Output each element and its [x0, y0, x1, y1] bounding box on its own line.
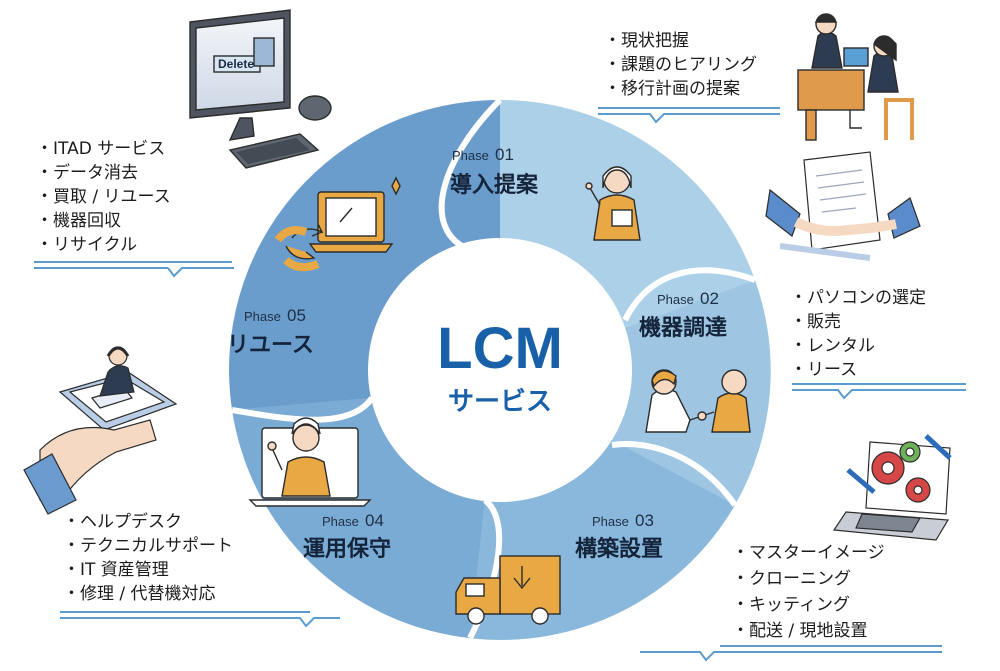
phase-number: 05 [287, 306, 306, 325]
keyboard-icon [236, 138, 310, 164]
list-item: ・テクニカルサポート [63, 536, 233, 556]
phase-05-label: Phase 05 リユース [227, 306, 314, 358]
phase-title: 構築設置 [575, 536, 663, 562]
ring-separator [611, 441, 738, 507]
list-item: ・クローニング [732, 569, 851, 589]
remote-support-laptop-icon [248, 417, 372, 507]
phase04-service-list: ・ヘルプデスク・テクニカルサポート・IT 資産管理・修理 / 代替機対応 [63, 511, 233, 604]
phase-number: 01 [495, 145, 514, 164]
phase-04-label: Phase 04 運用保守 [303, 511, 391, 562]
list-item: ・マスターイメージ [732, 543, 885, 563]
phase02-service-list: ・パソコンの選定・販売・レンタル・リース [790, 288, 926, 380]
list-item: ・パソコンの選定 [790, 288, 926, 308]
phase-prefix: Phase [592, 514, 629, 529]
phase-title: 運用保守 [303, 536, 391, 562]
contract-handshake-icon [765, 151, 921, 261]
list-item: ・リース [790, 360, 857, 380]
center-title: LCM [437, 316, 563, 381]
list-item: ・ITAD サービス [36, 139, 165, 159]
meeting-people-icon [797, 13, 914, 141]
delivery-truck-icon [455, 555, 561, 625]
list-item: ・買取 / リユース [36, 187, 171, 207]
tablet-helpdesk-icon [23, 346, 178, 515]
list-item: ・ヘルプデスク [63, 511, 182, 532]
computer-monitor-icon: Delete [189, 9, 332, 169]
ring-separator [438, 97, 503, 253]
phase-03-label: Phase 03 構築設置 [575, 511, 663, 562]
list-item: ・販売 [790, 312, 841, 332]
list-item: ・キッティング [732, 595, 850, 615]
decorative-lines [34, 107, 966, 662]
phase-number: 02 [700, 289, 719, 308]
list-item: ・修理 / 代替機対応 [63, 584, 216, 604]
settings-laptop-icon [832, 434, 952, 541]
phase-prefix: Phase [244, 309, 281, 324]
list-item: ・レンタル [790, 336, 875, 356]
list-item: ・移行計画の提案 [604, 79, 740, 99]
list-item: ・リサイクル [36, 235, 137, 255]
ring-separator [231, 396, 375, 423]
phase-02-label: Phase 02 機器調達 [639, 289, 727, 341]
phase-prefix: Phase [657, 292, 694, 307]
phase-number: 03 [635, 511, 654, 530]
reuse-laptop-icon [274, 176, 401, 272]
consultant-woman-icon [585, 166, 641, 241]
phase05-service-list: ・ITAD サービス・データ消去・買取 / リユース・機器回収・リサイクル [36, 139, 171, 255]
monitor-screen-text: Delete [218, 57, 254, 71]
phase-title: 導入提案 [450, 172, 539, 198]
phase-title: 機器調達 [639, 315, 727, 341]
list-item: ・データ消去 [36, 162, 138, 183]
list-item: ・機器回収 [36, 211, 121, 231]
phase-prefix: Phase [322, 514, 359, 529]
ring-separator [622, 267, 757, 322]
list-item: ・IT 資産管理 [63, 560, 169, 580]
phase-number: 04 [365, 511, 384, 530]
phase01-service-list: ・現状把握・課題のヒアリング・移行計画の提案 [604, 31, 757, 99]
handshake-people-icon [645, 369, 751, 433]
center-subtitle: サービス [448, 387, 552, 417]
phase-01-label: Phase 01 導入提案 [450, 145, 539, 198]
list-item: ・課題のヒアリング [604, 55, 757, 75]
phase03-service-list: ・マスターイメージ・クローニング・キッティング・配送 / 現地設置 [732, 543, 885, 641]
phase-title: リユース [227, 333, 314, 358]
list-item: ・現状把握 [604, 31, 689, 51]
phase-prefix: Phase [452, 148, 489, 163]
ring-segment-phase05 [229, 99, 501, 410]
list-item: ・配送 / 現地設置 [732, 621, 868, 641]
ring-center [368, 238, 632, 502]
